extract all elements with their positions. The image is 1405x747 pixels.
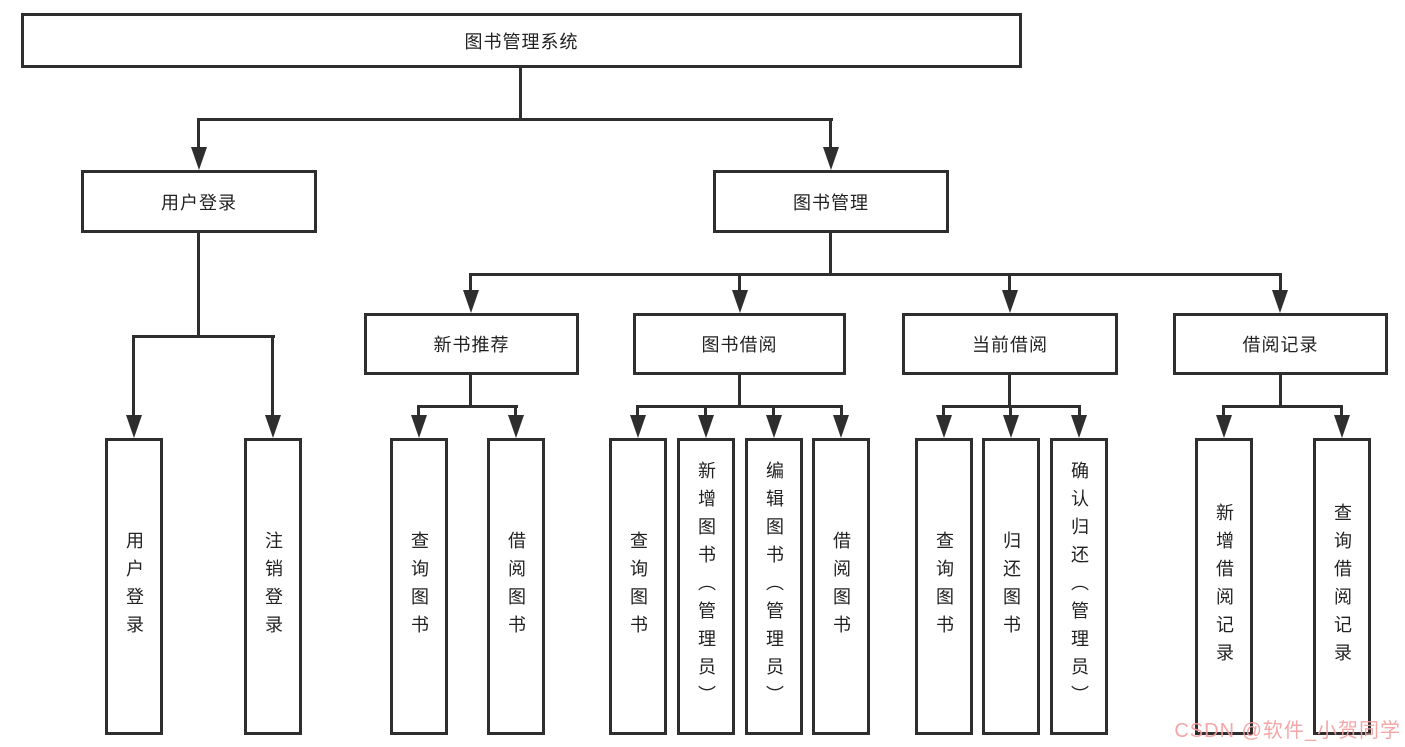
connector-line (197, 118, 200, 152)
connector-line (1008, 375, 1011, 408)
connector-line (271, 335, 274, 418)
arrowhead-down (1334, 415, 1350, 438)
arrowhead-down (508, 415, 524, 438)
node-label: 用户登录 (161, 192, 237, 213)
connector-line (197, 233, 200, 338)
connector-line (1340, 405, 1343, 420)
node-label: 图书管理 (793, 192, 869, 213)
connector-line (417, 405, 518, 408)
leaf-label: 新增借阅记录 (1214, 502, 1234, 671)
connector-line (514, 405, 517, 420)
arrowhead-down (630, 415, 646, 438)
connector-line (942, 405, 945, 420)
arrowhead-down (126, 415, 142, 438)
connector-line (469, 375, 472, 408)
connector-line (1222, 405, 1225, 420)
leaf-return-books: 归还图书 (982, 438, 1040, 735)
arrowhead-down (833, 415, 849, 438)
connector-line (1222, 405, 1343, 408)
connector-line (772, 405, 775, 420)
node-label: 当前借阅 (972, 335, 1048, 355)
csdn-watermark: CSDN @软件_小贺同学 (1174, 720, 1401, 742)
node-label: 新书推荐 (433, 335, 510, 355)
leaf-add-book-admin: 新增图书（管理员） (677, 438, 735, 735)
connector-line (840, 405, 843, 420)
connector-line (1279, 375, 1282, 408)
leaf-label: 借阅图书 (506, 530, 526, 643)
connector-line (469, 273, 472, 296)
leaf-query-borrow-record: 查询借阅记录 (1313, 438, 1371, 735)
leaf-edit-book-admin: 编辑图书（管理员） (745, 438, 803, 735)
arrowhead-down (1272, 290, 1288, 313)
arrowhead-down (1003, 415, 1019, 438)
node-book-borrow: 图书借阅 (633, 313, 846, 375)
leaf-query-books-recommend: 查询图书 (390, 438, 448, 735)
node-new-book-recommend: 新书推荐 (364, 313, 579, 375)
leaf-borrow-books-recommend: 借阅图书 (487, 438, 545, 735)
arrowhead-down (1216, 415, 1232, 438)
connector-line (738, 375, 741, 408)
arrowhead-down (936, 415, 952, 438)
connector-line (704, 405, 707, 420)
leaf-query-books-borrow: 查询图书 (609, 438, 667, 735)
node-borrow-record: 借阅记录 (1173, 313, 1388, 375)
node-user-login: 用户登录 (81, 170, 317, 233)
node-label: 图书管理系统 (464, 31, 579, 52)
arrowhead-down (191, 147, 207, 170)
arrowhead-down (265, 415, 281, 438)
node-label: 借阅记录 (1242, 335, 1319, 355)
arrowhead-down (411, 415, 427, 438)
connector-line (738, 273, 741, 296)
node-book-management: 图书管理 (713, 170, 949, 233)
leaf-label: 注销登录 (263, 530, 283, 643)
connector-line (829, 233, 832, 276)
connector-line (1009, 405, 1012, 420)
leaf-label: 归还图书 (1001, 530, 1021, 643)
arrowhead-down (698, 415, 714, 438)
connector-line (636, 405, 639, 420)
leaf-add-borrow-record: 新增借阅记录 (1195, 438, 1253, 735)
node-root-library-system: 图书管理系统 (21, 13, 1022, 68)
leaf-label: 借阅图书 (831, 530, 851, 643)
connector-line (132, 335, 275, 338)
leaf-logout: 注销登录 (244, 438, 302, 735)
connector-line (197, 118, 833, 121)
connector-line (1279, 273, 1282, 296)
connector-line (417, 405, 420, 420)
connector-line (519, 68, 522, 121)
leaf-confirm-return-admin: 确认归还（管理员） (1050, 438, 1108, 735)
leaf-label: 确认归还（管理员） (1069, 460, 1089, 713)
arrowhead-down (766, 415, 782, 438)
leaf-label: 查询借阅记录 (1332, 502, 1352, 671)
leaf-label: 查询图书 (628, 530, 648, 643)
connector-line (1078, 405, 1081, 420)
leaf-query-books-current: 查询图书 (915, 438, 973, 735)
arrowhead-down (463, 290, 479, 313)
leaf-label: 编辑图书（管理员） (764, 460, 784, 713)
arrowhead-down (1071, 415, 1087, 438)
node-current-borrow: 当前借阅 (902, 313, 1118, 375)
leaf-label: 查询图书 (934, 530, 954, 643)
leaf-user-login: 用户登录 (105, 438, 163, 735)
connector-line (132, 335, 135, 418)
arrowhead-down (823, 147, 839, 170)
leaf-label: 新增图书（管理员） (696, 460, 716, 713)
leaf-label: 查询图书 (409, 530, 429, 643)
connector-line (469, 273, 1282, 276)
connector-line (829, 118, 832, 152)
connector-line (636, 405, 843, 408)
node-label: 图书借阅 (701, 335, 778, 355)
arrowhead-down (732, 290, 748, 313)
connector-line (1008, 273, 1011, 296)
arrowhead-down (1002, 290, 1018, 313)
leaf-label: 用户登录 (124, 530, 144, 643)
leaf-borrow-books: 借阅图书 (812, 438, 870, 735)
